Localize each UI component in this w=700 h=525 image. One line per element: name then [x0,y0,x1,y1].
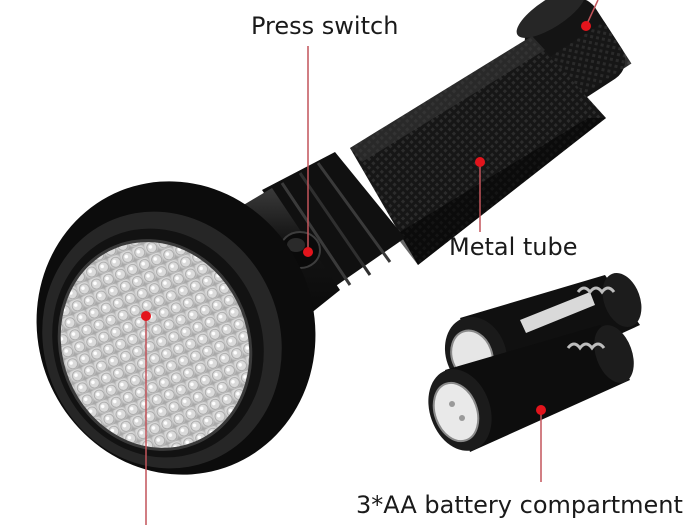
battery-holder [428,272,642,452]
metal-tube-marker [475,157,485,167]
metal-tube-label: Metal tube [449,233,578,261]
led-array [57,239,253,451]
battery-compartment-label: 3*AA battery compartment [356,491,683,519]
metal-tube [350,36,606,265]
tail-cap-marker [581,21,591,31]
battery-marker [536,405,546,415]
collar [262,152,405,290]
press-switch-marker [303,247,313,257]
led-marker [141,311,151,321]
battery-cylinder-front [428,325,634,452]
press-switch-label: Press switch [251,12,399,40]
callouts [141,0,599,525]
flashlight [36,0,632,475]
